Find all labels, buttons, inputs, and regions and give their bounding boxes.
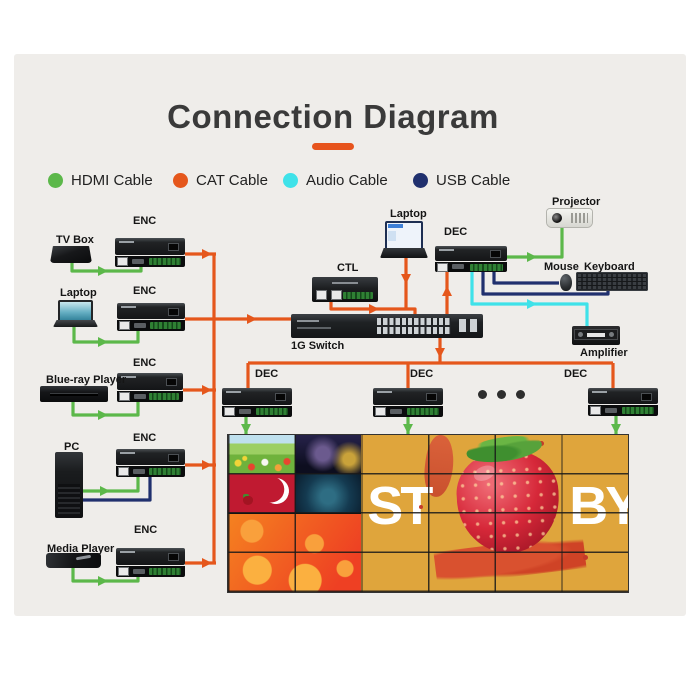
cable-arrowhead xyxy=(369,304,379,314)
laptop-control-label: Laptop xyxy=(390,208,427,220)
cable-dec-main-to-mouse xyxy=(492,271,559,285)
dec-2-label: DEC xyxy=(410,368,434,380)
cable-arrowhead xyxy=(442,286,452,296)
poster-text-right: BY xyxy=(569,476,628,536)
video-wall: ST BY xyxy=(227,434,629,593)
juice-drop xyxy=(583,555,589,560)
legend-label: CAT Cable xyxy=(196,172,268,189)
audio-cable-color-dot xyxy=(283,173,298,188)
dec-1 xyxy=(222,388,292,417)
wall-tile-flowers xyxy=(228,435,295,475)
pc-label: PC xyxy=(64,441,80,453)
wall-tile-movie-dark xyxy=(294,435,362,475)
legend-hdmi-cable: HDMI Cable xyxy=(48,172,153,189)
mouse xyxy=(560,274,572,291)
dec-3 xyxy=(588,388,658,416)
cable-arrowhead xyxy=(611,424,621,434)
cable-arrowhead xyxy=(98,266,108,276)
cable-arrowhead xyxy=(98,576,108,586)
laptop-control xyxy=(380,221,428,258)
cable-dec-main-to-keyboard xyxy=(481,271,610,296)
bluray-player xyxy=(40,386,108,402)
dot xyxy=(478,390,487,399)
title-block: Connection Diagram xyxy=(0,98,666,150)
cable-dec-main-to-projector xyxy=(507,227,564,259)
mouse-label: Mouse xyxy=(544,261,579,273)
cable-arrowhead xyxy=(401,274,411,284)
cable-bluray-player-to-enc-3 xyxy=(71,401,140,417)
wall-tile-strawberry-poster: ST BY xyxy=(361,435,628,592)
cable-arrowhead xyxy=(202,460,212,470)
wall-tile-red-ad xyxy=(228,474,295,514)
laptop-source xyxy=(53,300,98,327)
tv-box xyxy=(50,246,92,263)
enc-3-label: ENC xyxy=(133,357,157,369)
enc-5-label: ENC xyxy=(134,524,158,536)
dot xyxy=(497,390,506,399)
wall-tile-orange-abstract xyxy=(228,513,362,592)
cable-arrowhead xyxy=(241,424,251,434)
enc-3 xyxy=(117,373,183,402)
cable-arrowhead xyxy=(100,486,110,496)
title-underline xyxy=(312,143,354,150)
tv-box-label: TV Box xyxy=(56,234,94,246)
usb-cable-color-dot xyxy=(413,173,428,188)
cable-arrowhead xyxy=(403,424,413,434)
legend-audio-cable: Audio Cable xyxy=(283,172,388,189)
dot xyxy=(516,390,525,399)
enc-5 xyxy=(116,548,185,577)
cable-arrowhead xyxy=(527,299,537,309)
amplifier-label: Amplifier xyxy=(580,347,628,359)
ellipsis-dots xyxy=(478,390,525,399)
enc-1-label: ENC xyxy=(133,215,157,227)
media-player-label: Media Player xyxy=(47,543,115,555)
ctl-label: CTL xyxy=(337,262,359,274)
cat-cable-color-dot xyxy=(173,173,188,188)
enc-1 xyxy=(115,238,185,267)
cable-arrowhead xyxy=(527,252,537,262)
wall-tile-movie-blue xyxy=(294,474,362,514)
enc-2-label: ENC xyxy=(133,285,157,297)
media-player xyxy=(46,553,101,568)
cable-arrowhead xyxy=(202,385,212,395)
dec-3-label: DEC xyxy=(564,368,588,380)
cable-arrowhead xyxy=(98,410,108,420)
dec-main-label: DEC xyxy=(444,226,468,238)
cable-arrowhead xyxy=(202,558,212,568)
cable-arrowhead xyxy=(435,348,445,358)
legend-label: HDMI Cable xyxy=(71,172,153,189)
enc-4-label: ENC xyxy=(133,432,157,444)
bluray-label: Blue-ray Player xyxy=(46,374,127,386)
network-switch xyxy=(291,314,483,338)
hdmi-cable-color-dot xyxy=(48,173,63,188)
amplifier xyxy=(572,326,620,345)
pc-tower xyxy=(55,452,83,518)
cable-pc-to-enc-4 xyxy=(83,477,140,493)
dec-main xyxy=(435,246,507,272)
cable-arrowhead xyxy=(202,249,212,259)
legend-usb-cable: USB Cable xyxy=(413,172,510,189)
laptop-source-label: Laptop xyxy=(60,287,97,299)
dec-2 xyxy=(373,388,443,417)
cable-arrowhead xyxy=(247,314,257,324)
enc-4 xyxy=(116,449,185,477)
legend-label: Audio Cable xyxy=(306,172,388,189)
cable-pc-to-enc-4 xyxy=(83,477,152,502)
page-title: Connection Diagram xyxy=(167,98,499,135)
projector-label: Projector xyxy=(552,196,601,208)
dec-1-label: DEC xyxy=(255,368,279,380)
ctl-controller xyxy=(312,277,378,302)
keyboard-label: Keyboard xyxy=(584,261,635,273)
switch-label: 1G Switch xyxy=(291,340,345,352)
enc-2 xyxy=(117,303,185,331)
projector xyxy=(547,209,592,227)
legend-label: USB Cable xyxy=(436,172,511,189)
cable-arrowhead xyxy=(98,337,108,347)
legend-cat-cable: CAT Cable xyxy=(173,172,268,189)
keyboard xyxy=(576,272,648,291)
